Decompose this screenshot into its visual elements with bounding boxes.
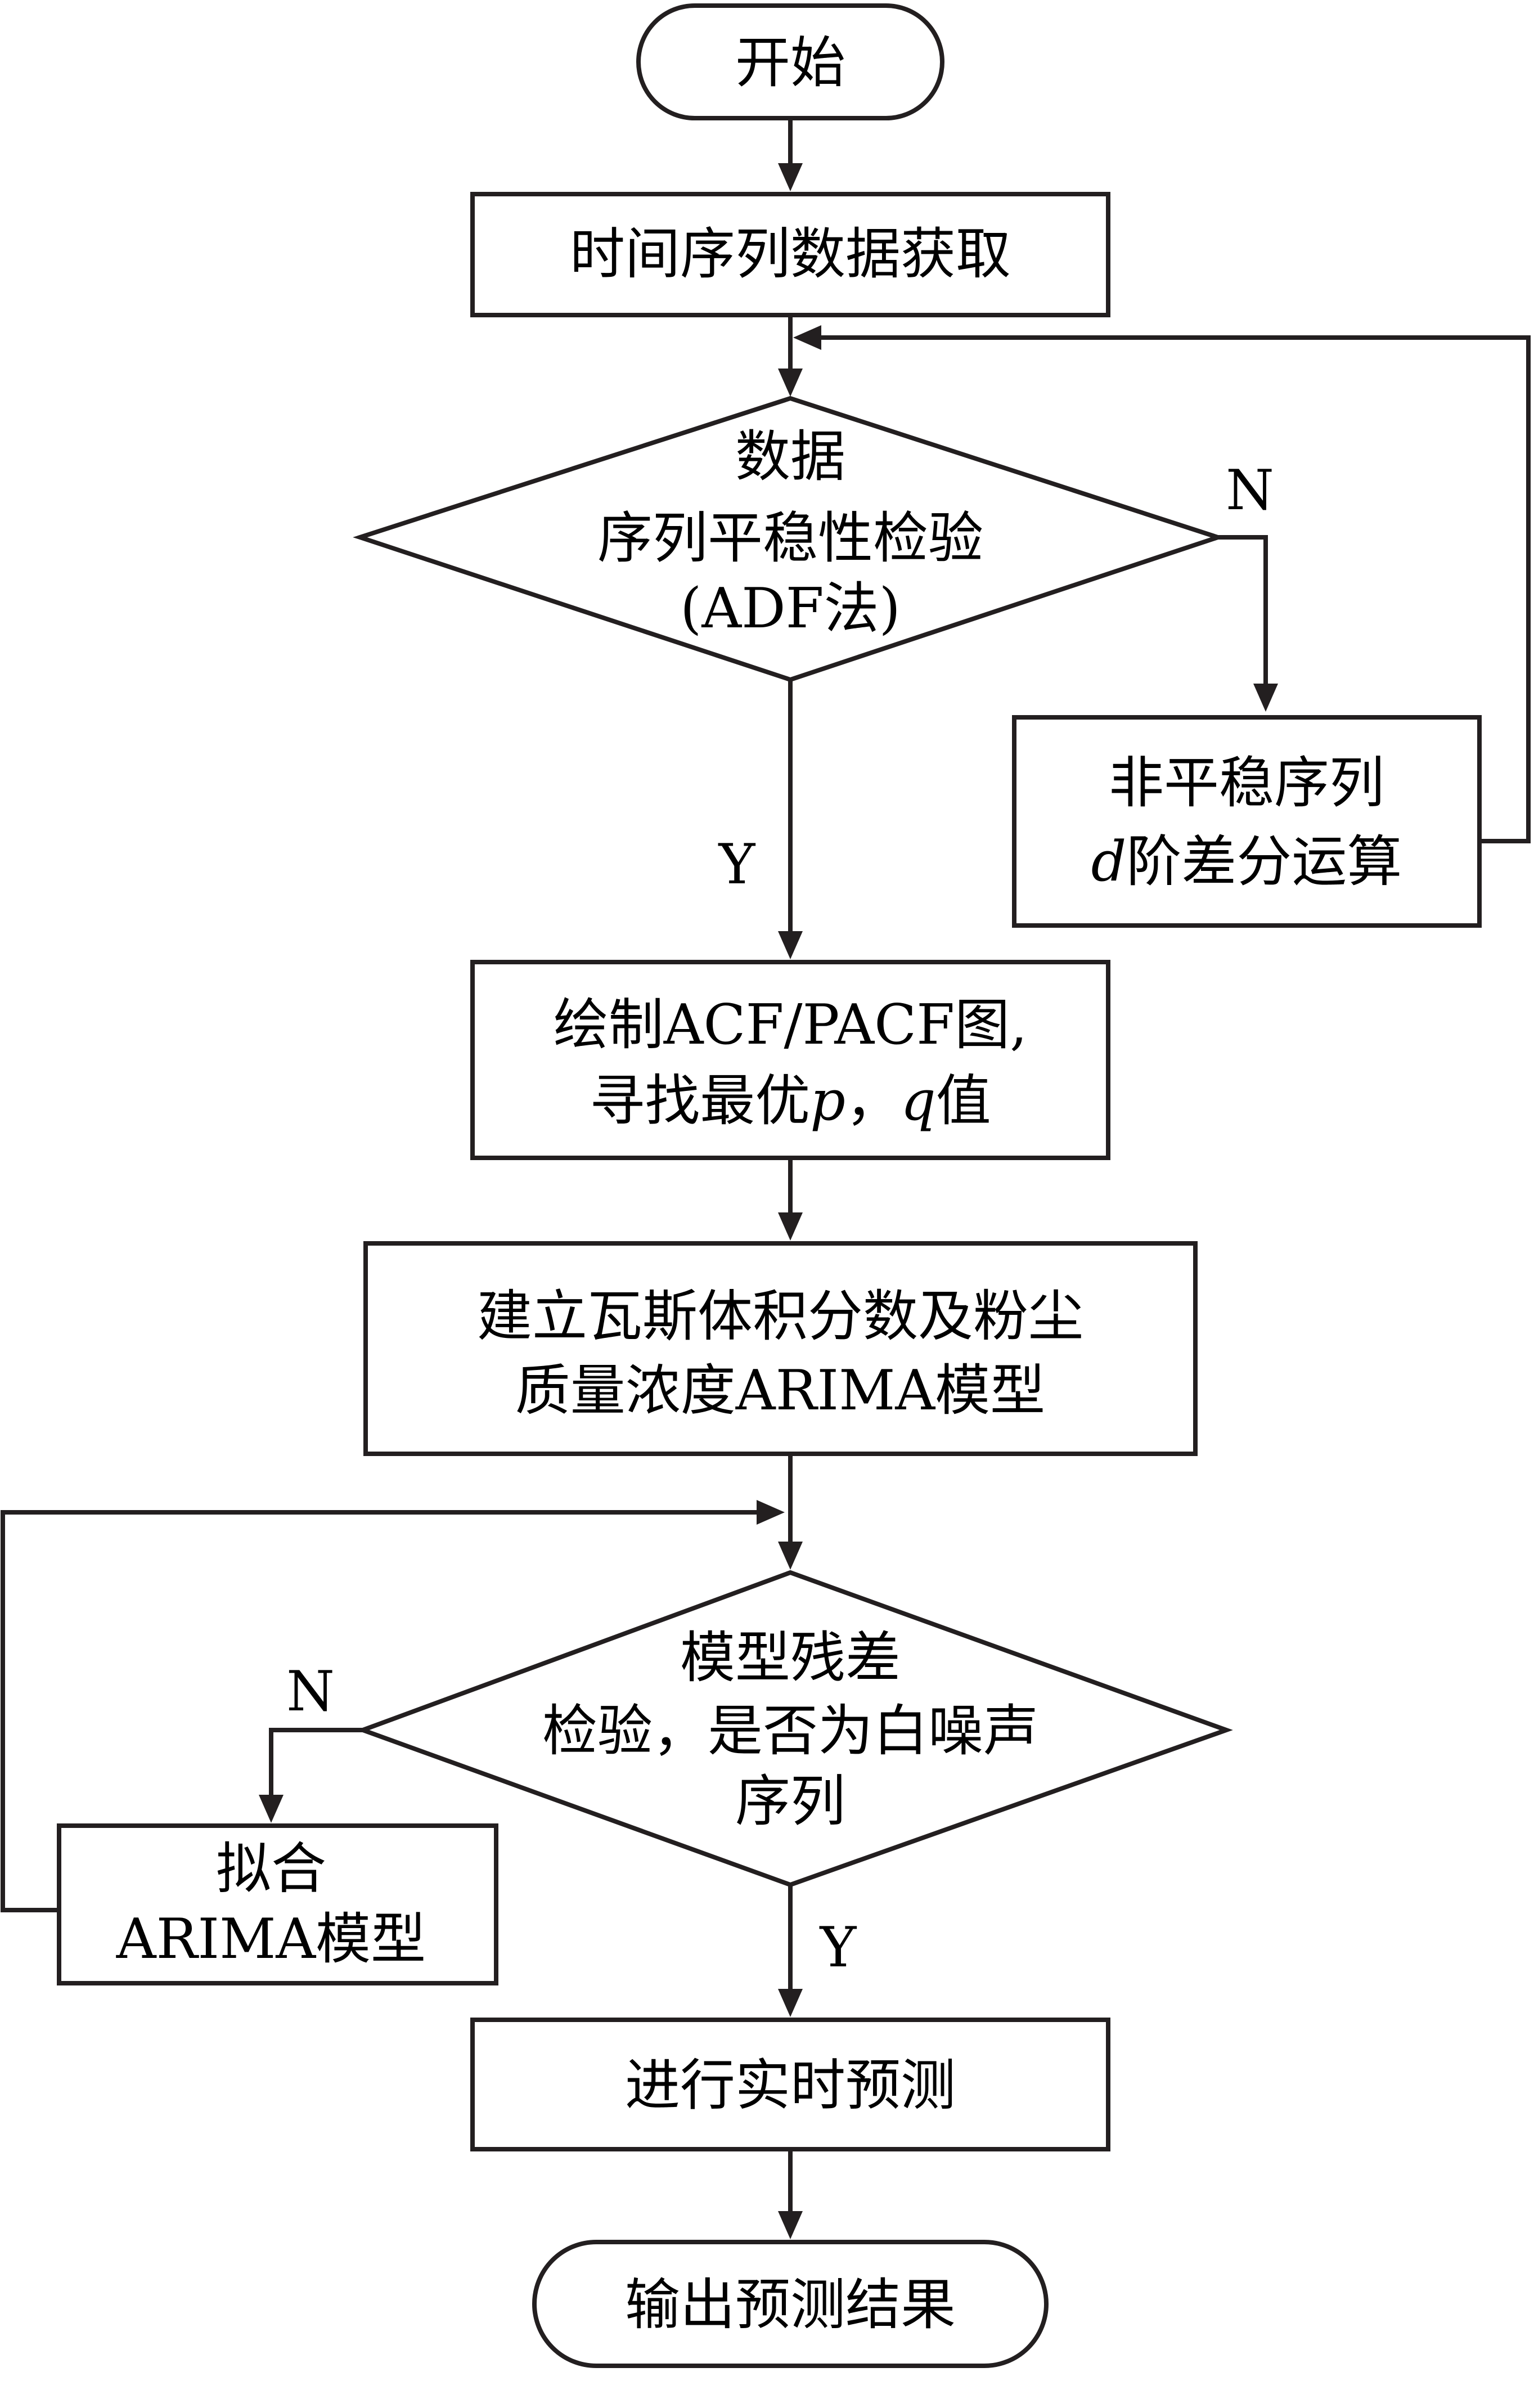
arrowhead-residual — [778, 1542, 803, 1570]
arrowhead-build — [778, 1212, 803, 1241]
acf-label-suffix: 值 — [936, 1069, 991, 1133]
adf-label-line-2: 序列平稳性检验 — [597, 506, 983, 570]
residual-no-label: N — [286, 1660, 335, 1724]
residual-label-line-2: 检验，是否为白噪声 — [542, 1699, 1038, 1763]
adf-diamond — [353, 396, 1225, 682]
acquire-box — [470, 192, 1110, 317]
output-label: 输出预测结果 — [625, 2273, 956, 2337]
residual-label-line-1: 模型残差 — [680, 1626, 901, 1690]
fit-box — [57, 1823, 498, 1985]
fit-label-line-1: 拟合 — [216, 1837, 326, 1901]
diff-label-line-1: 非平稳序列 — [1109, 751, 1384, 815]
start-label: 开始 — [735, 31, 845, 95]
node-adf-check: 数据 序列平稳性检验 (ADF法) — [353, 396, 1225, 682]
adf-no-label: N — [1226, 459, 1274, 523]
arrowhead-acf — [778, 931, 803, 959]
acf-label-separator: ， — [845, 1069, 901, 1133]
adf-label-line-1: 数据 — [735, 425, 845, 489]
adf-label-line-3: (ADF法) — [680, 577, 901, 641]
arrowhead-acquire — [778, 163, 803, 191]
diff-order-variable: d — [1091, 830, 1127, 894]
adf-yes-label: Y — [718, 833, 756, 897]
acf-p-variable: p — [810, 1069, 845, 1133]
acf-label-line-1: 绘制ACF/PACF图, — [554, 993, 1028, 1057]
arrowhead-adf — [778, 369, 803, 397]
acf-box — [470, 960, 1110, 1160]
node-predict: 进行实时预测 — [470, 2018, 1110, 2151]
connector-residual-no — [269, 1728, 363, 1798]
diff-label-line-2-text: 阶差分运算 — [1126, 830, 1402, 894]
arrowhead-predict — [778, 1989, 803, 2017]
diff-box — [1012, 715, 1482, 928]
edge-labels: N Y N Y — [286, 459, 1274, 1980]
connector-diff-loop — [818, 335, 1531, 843]
node-acf: 绘制ACF/PACF图, 寻找最优p，q值 — [470, 960, 1110, 1160]
arrowhead-output — [778, 2211, 803, 2239]
node-fit: 拟合 ARIMA模型 — [57, 1823, 498, 1985]
connector-fit-loop — [1, 1510, 759, 1912]
predict-label: 进行实时预测 — [625, 2054, 956, 2118]
node-acquire: 时间序列数据获取 — [470, 192, 1110, 317]
connector-adf-no — [1218, 535, 1268, 686]
acf-q-variable: q — [901, 1069, 936, 1133]
node-diff: 非平稳序列 d阶差分运算 — [1012, 715, 1482, 928]
node-start: 开始 — [636, 3, 944, 120]
build-label-line-2: 质量浓度ARIMA模型 — [515, 1359, 1045, 1423]
predict-box — [470, 2018, 1110, 2151]
acf-label-line-2: 寻找最优p，q值 — [590, 1069, 991, 1133]
start-terminator — [636, 3, 944, 120]
arrowhead-loop-adf — [793, 325, 821, 350]
arrowhead-loop-residual — [757, 1500, 785, 1525]
residual-diamond — [356, 1570, 1233, 1888]
arrowhead-diff — [1253, 684, 1278, 712]
acquire-label: 时间序列数据获取 — [570, 222, 1011, 286]
residual-yes-label: Y — [819, 1916, 857, 1980]
build-label-line-1: 建立瓦斯体积分数及粉尘 — [477, 1284, 1083, 1349]
node-output: 输出预测结果 — [532, 2240, 1049, 2368]
diff-label-line-2: d阶差分运算 — [1091, 830, 1402, 894]
output-terminator — [532, 2240, 1049, 2368]
fit-label-line-2: ARIMA模型 — [116, 1907, 426, 1971]
arrowhead-fit — [259, 1795, 284, 1823]
node-build: 建立瓦斯体积分数及粉尘 质量浓度ARIMA模型 — [363, 1241, 1198, 1456]
acf-label-prefix: 寻找最优 — [590, 1069, 810, 1133]
node-residual: 模型残差 检验，是否为白噪声 序列 — [356, 1570, 1233, 1888]
residual-label-line-3: 序列 — [735, 1769, 845, 1834]
connectors — [1, 118, 1531, 2239]
build-box — [363, 1241, 1198, 1456]
